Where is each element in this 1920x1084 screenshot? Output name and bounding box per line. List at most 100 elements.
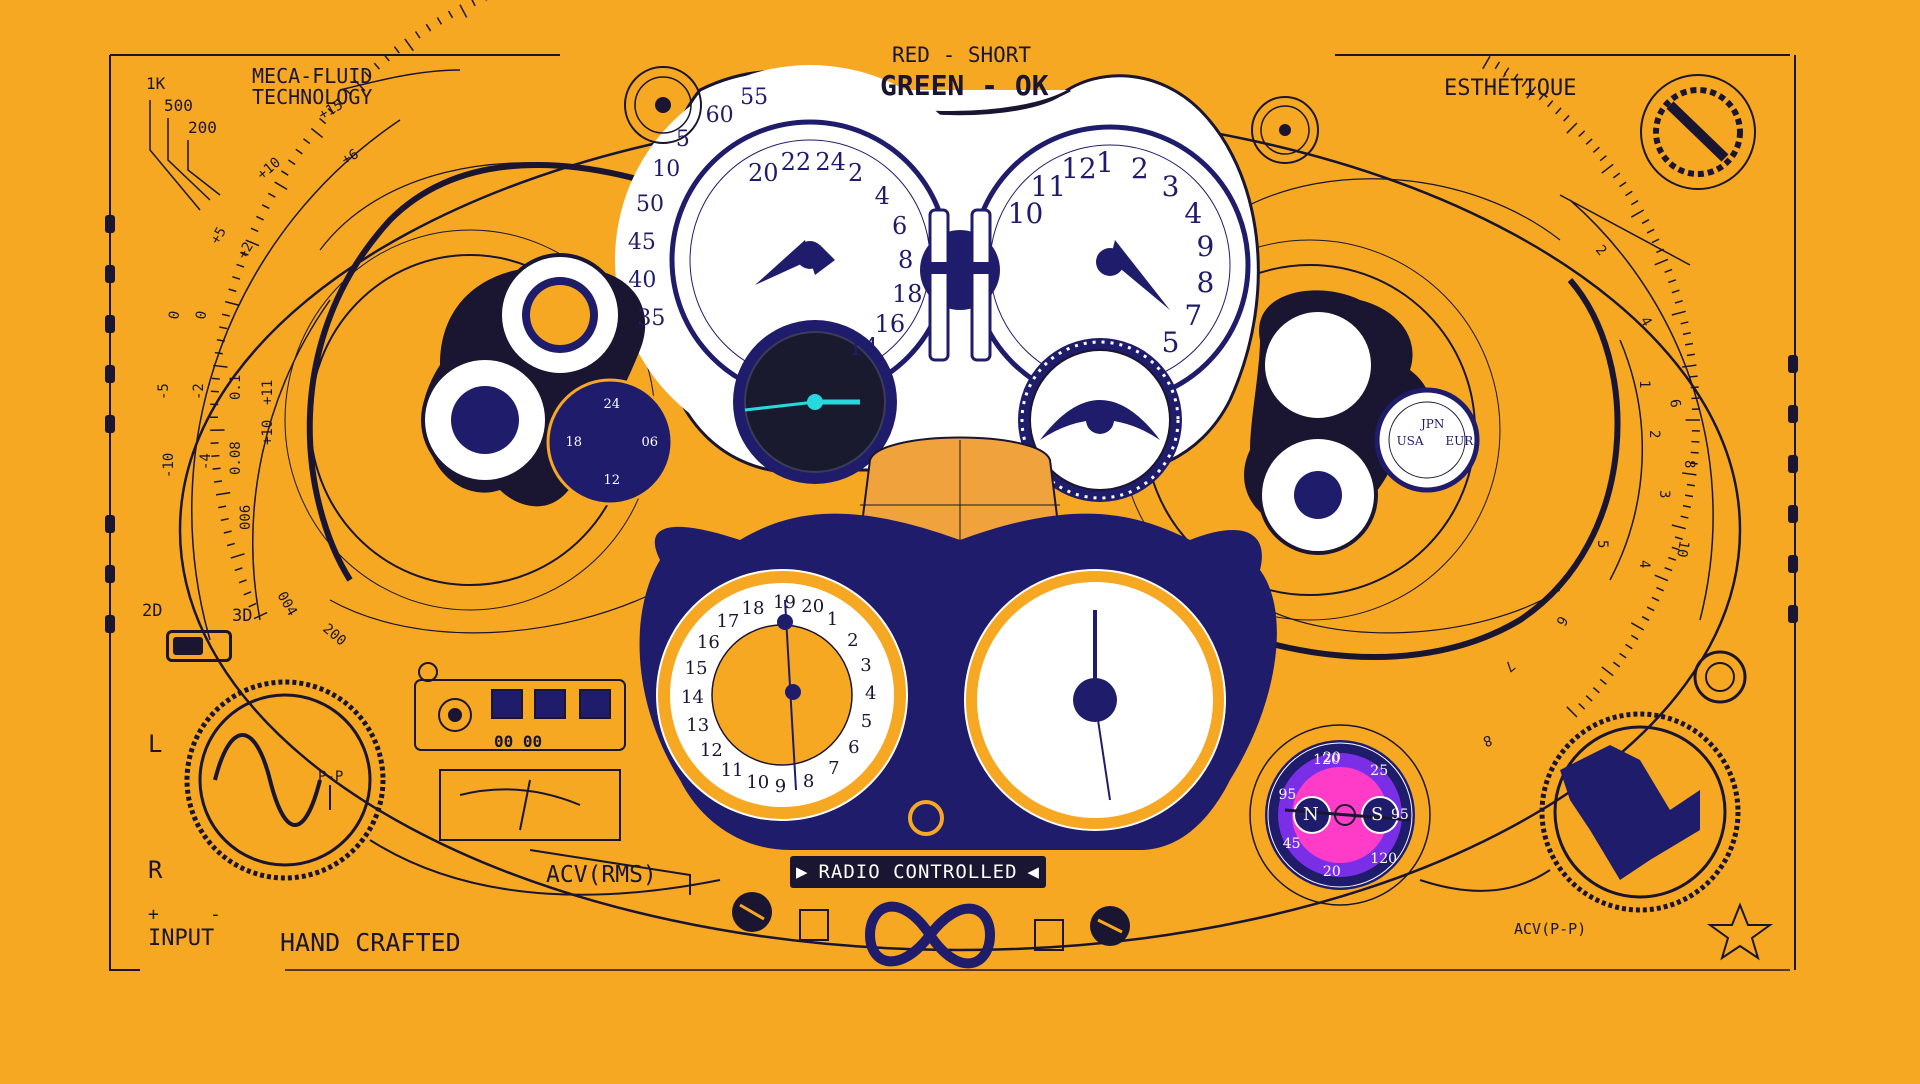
date-numeral: 9 xyxy=(775,778,786,796)
date-numeral: 11 xyxy=(721,762,744,780)
compass-ring-number: 45 xyxy=(1283,837,1301,851)
scale-tick xyxy=(296,149,303,154)
svg-text:8: 8 xyxy=(1481,731,1494,749)
scale-tick xyxy=(244,592,251,595)
scale-tick xyxy=(219,327,227,329)
scale-tick xyxy=(215,353,223,354)
scale-tick xyxy=(1665,269,1672,272)
scale-tick xyxy=(1647,229,1654,233)
scale-tick xyxy=(288,160,295,164)
svg-text:4: 4 xyxy=(1636,560,1652,568)
world-label: JPN xyxy=(1421,418,1444,430)
date-numeral: 13 xyxy=(686,717,709,735)
24h-numeral: 18 xyxy=(566,436,583,449)
svg-text:+11: +11 xyxy=(260,380,276,405)
2d-3d-toggle[interactable] xyxy=(166,630,232,662)
scale-tick xyxy=(1652,597,1659,600)
compass-ring-number: 120 xyxy=(1313,753,1340,767)
scale-tick xyxy=(1626,644,1633,648)
infinity-logo xyxy=(870,907,990,964)
scale-tick xyxy=(1586,139,1592,144)
scale-tick xyxy=(426,24,430,31)
compass-letter: N xyxy=(1303,806,1319,824)
scale-tick xyxy=(1613,173,1619,178)
scale-tick xyxy=(1655,259,1668,265)
svg-text:3: 3 xyxy=(1656,490,1672,498)
hour-numeral: 4 xyxy=(875,184,890,208)
right-arc-scale xyxy=(1570,200,1713,620)
compass-ring-number: 20 xyxy=(1323,865,1341,879)
counter-display: 00 00 xyxy=(494,734,542,750)
scale-tick xyxy=(1548,101,1553,107)
scale-tick xyxy=(229,289,237,291)
input-minus-label: - xyxy=(210,906,221,924)
right-arc-ticks xyxy=(1483,56,1700,717)
scale-tick xyxy=(374,63,379,69)
hours-numeral: 2 xyxy=(1131,155,1149,183)
scale-tick xyxy=(1556,108,1561,114)
date-numeral: 6 xyxy=(848,739,859,757)
hour-numeral: 14 xyxy=(848,335,879,359)
scale-tick xyxy=(1613,662,1619,667)
svg-text:+10: +10 xyxy=(260,420,276,445)
svg-text:-4: -4 xyxy=(198,453,214,470)
radio-controlled-label: RADIO CONTROLLED xyxy=(818,861,1017,883)
scale-tick xyxy=(1620,653,1627,658)
radio-controlled-badge: ▶ RADIO CONTROLLED ◀ xyxy=(790,856,1046,888)
svg-text:200: 200 xyxy=(319,621,349,650)
bottom-center-plate xyxy=(640,514,1277,850)
red-short-label: RED - SHORT xyxy=(892,45,1031,66)
hour-numeral: 16 xyxy=(875,312,906,336)
minute-numeral: 45 xyxy=(628,232,656,254)
scale-tick xyxy=(1685,495,1693,496)
range-200-label: 200 xyxy=(188,120,217,136)
scale-tick xyxy=(1682,365,1696,367)
date-numeral: 7 xyxy=(828,760,839,778)
24h-numeral: 06 xyxy=(642,436,659,449)
svg-text:5: 5 xyxy=(1594,540,1610,548)
meca-fluid-label: MECA-FLUID TECHNOLOGY xyxy=(252,66,372,108)
date-numeral: 1 xyxy=(827,611,838,629)
hours-numeral: 8 xyxy=(1196,269,1214,297)
hours-numeral: 7 xyxy=(1184,302,1202,330)
esthetique-label: ESTHÉTIQUE xyxy=(1444,78,1576,100)
compass-ring-number: 95 xyxy=(1391,808,1409,822)
svg-text:0: 0 xyxy=(166,310,183,321)
scale-tick xyxy=(251,228,258,231)
svg-text:7: 7 xyxy=(1501,657,1518,675)
scale-tick xyxy=(1656,588,1663,591)
hour-numeral: 8 xyxy=(898,248,913,272)
l-channel-label: L xyxy=(148,732,162,756)
three-d-label: 3D xyxy=(232,608,252,625)
top-right-tick-bar xyxy=(1560,195,1690,265)
hour-numeral: 24 xyxy=(815,150,846,174)
svg-text:-10: -10 xyxy=(161,453,177,478)
scale-tick xyxy=(232,277,240,279)
scale-tick xyxy=(1683,506,1691,508)
scale-tick xyxy=(303,139,309,144)
scale-tick xyxy=(224,531,232,533)
scale-tick xyxy=(218,506,226,507)
hour-numeral: 6 xyxy=(892,214,907,238)
svg-text:10: 10 xyxy=(1673,539,1692,558)
scale-tick xyxy=(1586,696,1592,701)
svg-text:+5: +5 xyxy=(208,224,230,247)
hours-numeral: 10 xyxy=(1008,200,1044,228)
scale-tick xyxy=(239,580,247,583)
scale-tick xyxy=(212,378,220,379)
scale-tick xyxy=(237,264,245,267)
right-small-gear xyxy=(1695,652,1745,702)
scale-tick xyxy=(472,0,476,6)
left-knob xyxy=(187,682,383,878)
svg-text:-2: -2 xyxy=(191,383,207,400)
scale-tick xyxy=(275,182,287,189)
two-d-label: 2D xyxy=(142,603,162,620)
scale-tick xyxy=(1564,115,1570,121)
svg-text:0.08: 0.08 xyxy=(228,441,244,475)
world-label: EUR xyxy=(1445,435,1473,447)
scale-tick xyxy=(1602,164,1613,173)
svg-text:6: 6 xyxy=(1666,398,1683,409)
scale-tick xyxy=(1687,484,1695,485)
scale-tick xyxy=(1665,568,1672,571)
